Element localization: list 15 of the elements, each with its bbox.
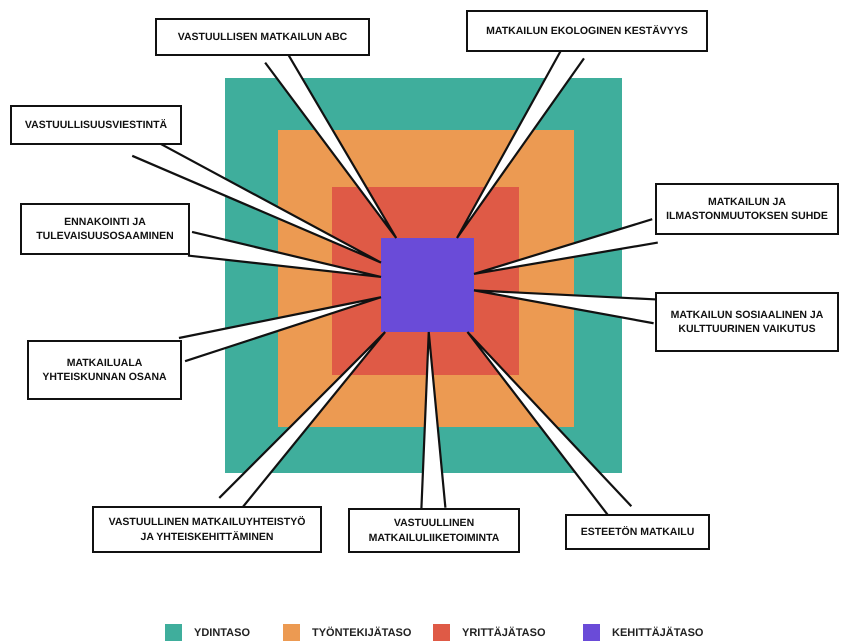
callout-box: ESTEETÖN MATKAILU bbox=[565, 514, 710, 550]
callout-box: VASTUULLISEN MATKAILUN ABC bbox=[155, 18, 370, 56]
callout-box: ENNAKOINTI JA TULEVAISUUSOSAAMINEN bbox=[20, 203, 190, 255]
callout-box: VASTUULLISUUSVIESTINTÄ bbox=[10, 105, 182, 145]
callout-box: VASTUULLINEN MATKAILUYHTEISTYÖ JA YHTEISKEHITTÄMINEN bbox=[92, 506, 322, 553]
callout-box: MATKAILUN SOSIAALINEN JA KULTTUURINEN VAIKUTUS bbox=[655, 292, 839, 352]
legend-label: YRITTÄJÄTASO bbox=[462, 626, 546, 638]
legend-label: YDINTASO bbox=[194, 626, 250, 638]
callout-box: MATKAILUN JA ILMASTONMUUTOKSEN SUHDE bbox=[655, 183, 839, 235]
callout-box: VASTUULLINEN MATKAILULIIKETOIMINTA bbox=[348, 508, 520, 553]
level-square bbox=[381, 238, 474, 332]
legend-label: TYÖNTEKIJÄTASO bbox=[312, 626, 412, 638]
callout-box: MATKAILUN EKOLOGINEN KESTÄVYYS bbox=[466, 10, 708, 52]
legend-label: KEHITTÄJÄTASO bbox=[612, 626, 704, 638]
callout-box: MATKAILUALA YHTEISKUNNAN OSANA bbox=[27, 340, 182, 400]
